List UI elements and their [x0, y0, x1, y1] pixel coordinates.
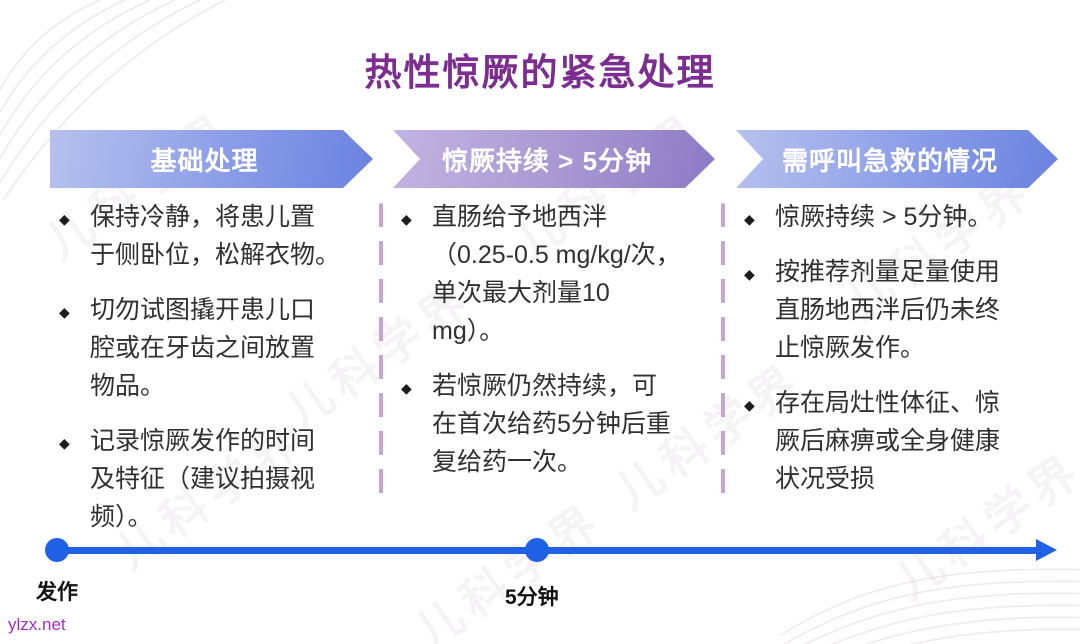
bullet-item: 惊厥持续 > 5分钟。 — [743, 198, 1058, 238]
column-separator-2 — [721, 203, 725, 507]
stage-header-2: 惊厥持续 > 5分钟 — [393, 130, 715, 188]
timeline-arrowhead-icon — [1036, 539, 1057, 561]
bullet-item: 直肠给予地西泮 （0.25-0.5 mg/kg/次， 单次最大剂量10 mg）。 — [400, 198, 715, 350]
decorative-curves-bottom-right — [780, 568, 1080, 644]
timeline-label-2: 5分钟 — [505, 586, 559, 609]
bullet-item: 若惊厥仍然持续，可 在首次给药5分钟后重 复给药一次。 — [400, 367, 715, 481]
site-watermark: ylzx.net — [8, 615, 66, 634]
stage-bullet-list-3: 惊厥持续 > 5分钟。按推荐剂量足量使用 直肠地西泮后仍未终 止惊厥发作。存在局… — [743, 198, 1058, 515]
watermark-text: 儿科学界 — [406, 492, 614, 644]
page-title: 热性惊厥的紧急处理 — [364, 52, 716, 93]
bullet-item: 记录惊厥发作的时间 及特征（建议拍摄视 频）。 — [58, 422, 373, 536]
stage-header-1: 基础处理 — [50, 130, 373, 188]
stage-header-label: 基础处理 — [150, 145, 259, 176]
column-separator-1 — [379, 203, 383, 507]
stage-bullet-list-1: 保持冷静，将患儿置 于侧卧位，松解衣物。切勿试图撬开患儿口 腔或在牙齿之间放置 … — [58, 198, 373, 553]
bullet-item: 存在局灶性体征、惊 厥后麻痹或全身健康 状况受损 — [743, 384, 1058, 498]
stage-header-label: 需呼叫急救的情况 — [781, 145, 998, 176]
stage-bullet-list-2: 直肠给予地西泮 （0.25-0.5 mg/kg/次， 单次最大剂量10 mg）。… — [400, 198, 715, 498]
stage-header-label: 惊厥持续 > 5分钟 — [441, 145, 653, 176]
timeline-dot-1 — [45, 538, 69, 562]
timeline-dot-2 — [525, 538, 549, 562]
stage-header-3: 需呼叫急救的情况 — [736, 130, 1058, 188]
bullet-item: 切勿试图撬开患儿口 腔或在牙齿之间放置 物品。 — [58, 291, 373, 405]
timeline-label-1: 发作 — [36, 581, 78, 604]
bullet-item: 按推荐剂量足量使用 直肠地西泮后仍未终 止惊厥发作。 — [743, 253, 1058, 367]
bullet-item: 保持冷静，将患儿置 于侧卧位，松解衣物。 — [58, 198, 373, 274]
